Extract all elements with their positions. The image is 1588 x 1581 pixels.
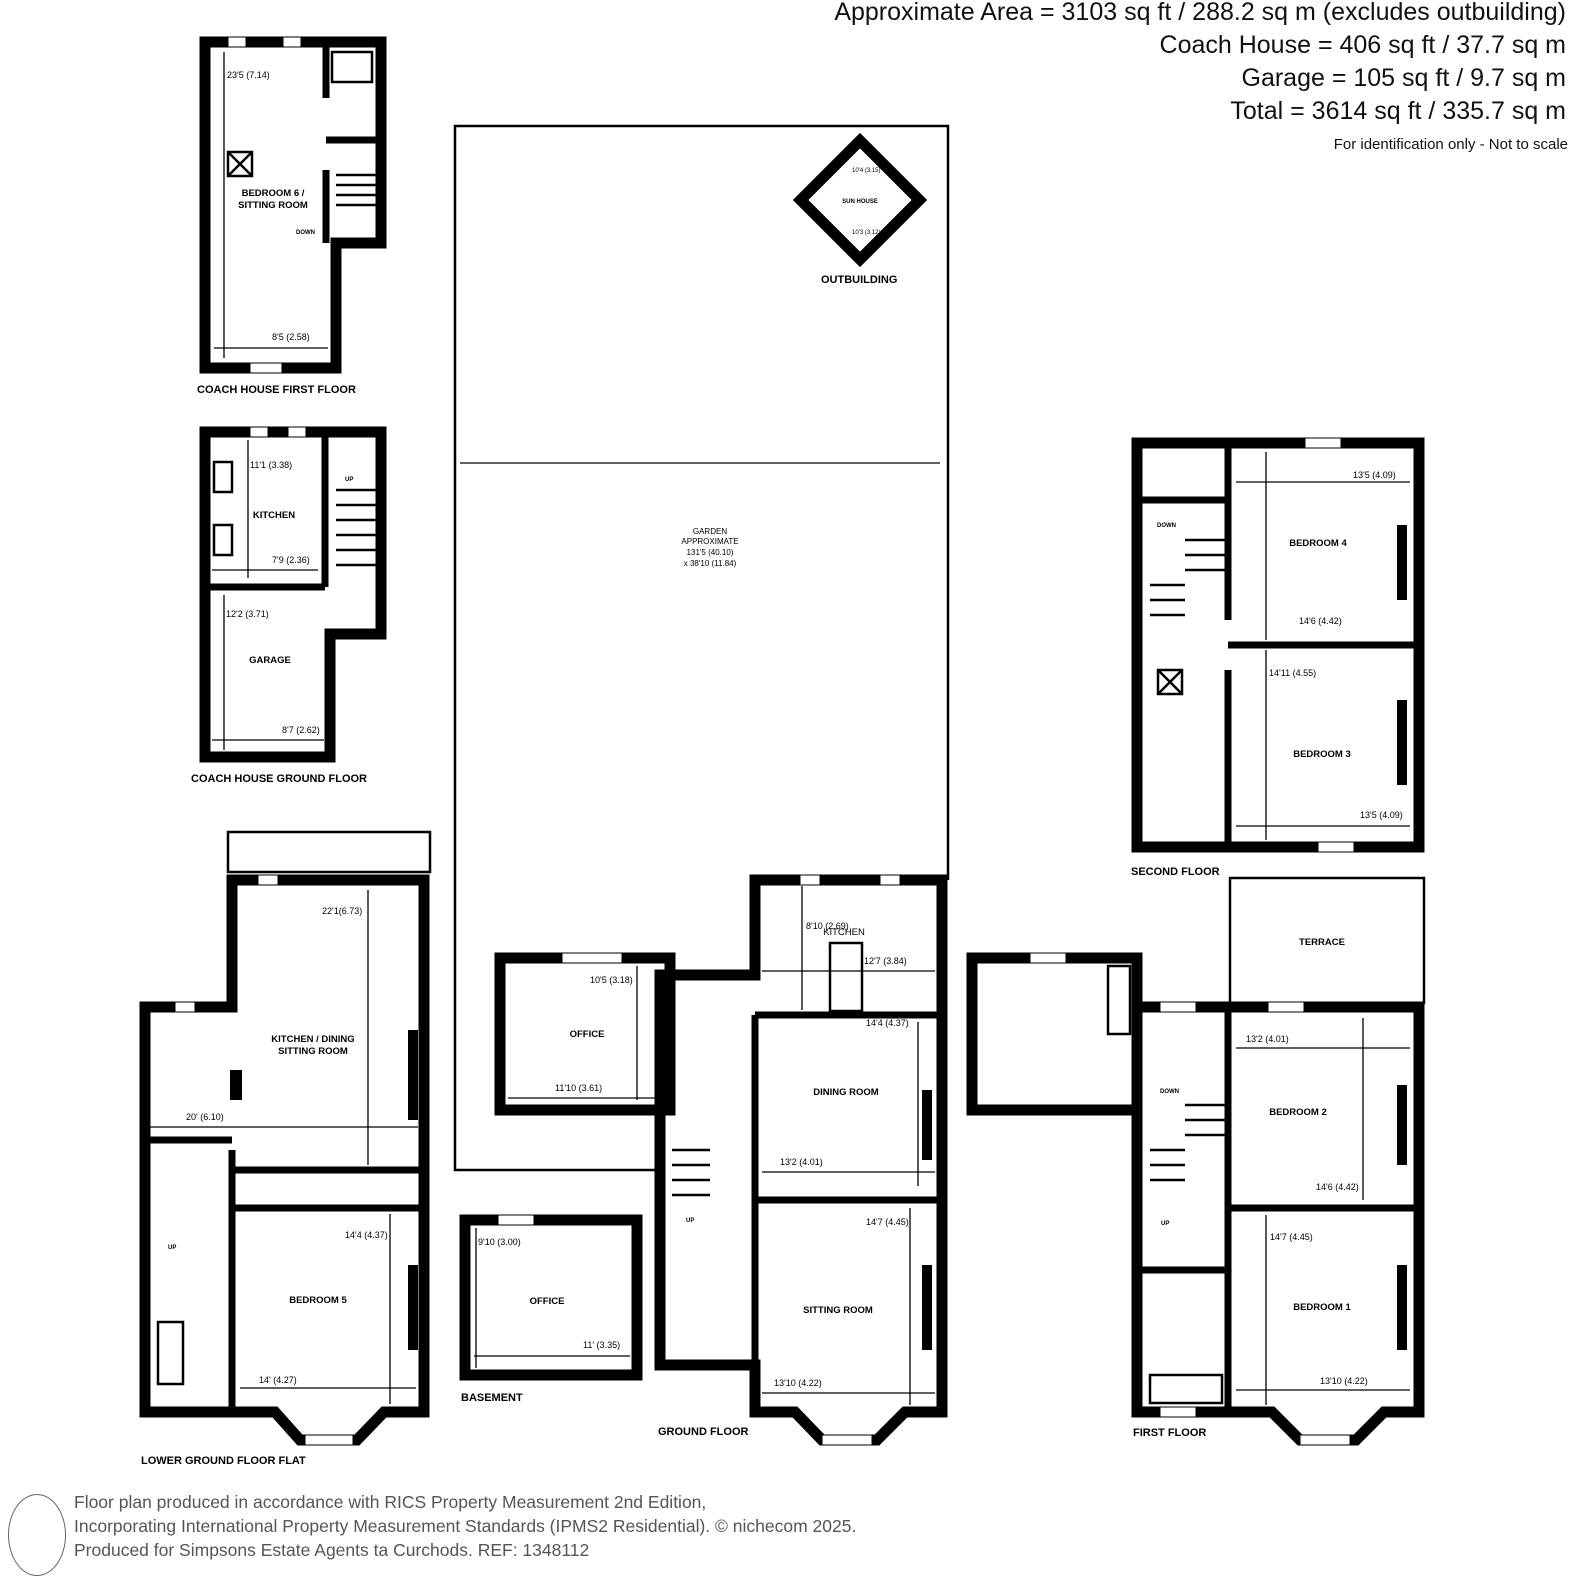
stair-up-coach: UP: [345, 477, 353, 483]
dim-bed3-len: 14'11 (4.55): [1269, 668, 1316, 678]
dim-kit-g-len: 8'10 (2.69): [806, 921, 849, 931]
basement-plan: [459, 1214, 643, 1381]
dim-bed3-wid: 13'5 (4.09): [1360, 810, 1403, 820]
stair-down-second: DOWN: [1157, 523, 1176, 529]
dim-garage-wid: 8'7 (2.62): [282, 725, 320, 735]
dim-bed1-len: 14'7 (4.45): [1270, 1232, 1313, 1242]
room-label-office-ground: OFFICE: [570, 1029, 605, 1040]
dim-bed5-len: 14'4 (4.37): [345, 1230, 388, 1240]
room-label-kitchen-ground: KITCHEN: [823, 927, 865, 938]
stair-down-first: DOWN: [1160, 1089, 1179, 1095]
dim-dining-wid: 13'2 (4.01): [780, 1157, 823, 1167]
dim-bed4-wid: 13'5 (4.09): [1353, 470, 1396, 480]
room-label-sitting: SITTING ROOM: [803, 1305, 873, 1316]
room-label-bedroom6-line1: BEDROOM 6 /: [242, 188, 305, 199]
lower-ground-floor-plan: [139, 830, 432, 1446]
room-label-bedroom1: BEDROOM 1: [1293, 1302, 1351, 1313]
footer-line-2: Incorporating International Property Mea…: [74, 1516, 857, 1536]
footer-line-3: Produced for Simpsons Estate Agents ta C…: [74, 1540, 590, 1560]
floor-label-ground: GROUND FLOOR: [658, 1426, 748, 1438]
dim-bed4-len: 14'6 (4.42): [1299, 616, 1342, 626]
floor-label-second: SECOND FLOOR: [1131, 866, 1220, 878]
dim-garage-len: 12'2 (3.71): [226, 609, 269, 619]
dim-sun-b: 10'3 (3.12): [852, 230, 881, 236]
stair-up-first: UP: [1161, 1221, 1169, 1227]
floor-label-coach-ground: COACH HOUSE GROUND FLOOR: [191, 773, 367, 785]
dim-bed2-len: 14'6 (4.42): [1316, 1182, 1359, 1192]
ground-floor-plan: [494, 874, 948, 1446]
dim-bed5-wid: 14' (4.27): [259, 1375, 297, 1385]
room-label-kitchen-dining-2: SITTING ROOM: [278, 1046, 348, 1057]
dim-sun-a: 10'4 (3.15): [852, 168, 881, 174]
garden-dim-1: 131'5 (40.10): [687, 548, 734, 557]
floor-label-first: FIRST FLOOR: [1133, 1427, 1206, 1439]
dim-kd-wid: 20' (6.10): [186, 1112, 224, 1122]
dim-bed6-len: 23'5 (7.14): [227, 70, 270, 80]
room-label-office-basement: OFFICE: [530, 1296, 565, 1307]
dim-kit-ch-wid: 7'9 (2.36): [272, 555, 310, 565]
area-garage: Garage = 105 sq ft / 9.7 sq m: [1241, 64, 1567, 92]
dim-office-b-wid: 11' (3.35): [583, 1340, 620, 1350]
room-label-garage: GARAGE: [249, 655, 291, 666]
floor-label-outbuilding: OUTBUILDING: [821, 274, 897, 286]
room-label-bedroom4: BEDROOM 4: [1289, 538, 1347, 549]
floor-label-basement: BASEMENT: [461, 1392, 523, 1404]
room-label-bedroom6-line2: SITTING ROOM: [238, 200, 308, 211]
floor-label-lower-ground: LOWER GROUND FLOOR FLAT: [141, 1455, 306, 1467]
dim-kit-ch-len: 11'1 (3.38): [250, 460, 292, 470]
room-label-sun-house: SUN HOUSE: [842, 199, 878, 205]
garden-label-1: GARDEN: [693, 527, 727, 536]
footer: Floor plan produced in accordance with R…: [74, 1490, 856, 1562]
area-total: Total = 3614 sq ft / 335.7 sq m: [1230, 97, 1566, 125]
coach-house-ground-floor-plan: [199, 426, 387, 763]
garden-dim-2: x 38'10 (11.84): [684, 559, 737, 568]
dim-kd-len: 22'1(6.73): [322, 906, 362, 916]
dim-kit-g-wid: 12'7 (3.84): [864, 956, 907, 966]
first-floor-plan: [966, 876, 1426, 1446]
area-approximate: Approximate Area = 3103 sq ft / 288.2 sq…: [834, 0, 1566, 26]
room-label-coach-kitchen: KITCHEN: [253, 510, 295, 521]
room-label-bedroom3: BEDROOM 3: [1293, 749, 1351, 760]
floor-label-coach-first: COACH HOUSE FIRST FLOOR: [197, 384, 356, 396]
stair-up-lower: UP: [168, 1245, 176, 1251]
dim-dining-len: 14'4 (4.37): [866, 1018, 909, 1028]
dim-bed2-wid: 13'2 (4.01): [1246, 1034, 1289, 1044]
scale-note: For identification only - Not to scale: [1333, 136, 1568, 153]
dim-bed1-wid: 13'10 (4.22): [1320, 1376, 1368, 1386]
dim-bed6-wid: 8'5 (2.58): [272, 332, 310, 342]
footer-line-1: Floor plan produced in accordance with R…: [74, 1492, 707, 1512]
dim-sitting-wid: 13'10 (4.22): [774, 1378, 822, 1388]
garden-label-2: APPROXIMATE: [681, 537, 738, 546]
dim-office-g-wid: 11'10 (3.61): [555, 1083, 602, 1093]
person-logo-icon: [8, 1494, 66, 1576]
stair-up-ground: UP: [686, 1218, 694, 1224]
area-coach-house: Coach House = 406 sq ft / 37.7 sq m: [1159, 31, 1566, 59]
room-label-bedroom2: BEDROOM 2: [1269, 1107, 1327, 1118]
coach-house-first-floor-plan: [199, 36, 387, 374]
room-label-bedroom5: BEDROOM 5: [289, 1295, 347, 1306]
skylight-icon: [226, 150, 254, 178]
dim-office-g-len: 10'5 (3.18): [590, 975, 633, 985]
dim-office-b-len: 9'10 (3.00): [478, 1237, 521, 1247]
second-floor-plan: [1131, 437, 1425, 853]
stair-down-coach: DOWN: [296, 230, 315, 236]
sun-house-plan: [792, 132, 928, 268]
room-label-terrace: TERRACE: [1299, 937, 1345, 948]
room-label-kitchen-dining-1: KITCHEN / DINING: [271, 1034, 354, 1045]
room-label-dining: DINING ROOM: [813, 1087, 879, 1098]
garden-boundary: [453, 124, 950, 1172]
dim-sitting-len: 14'7 (4.45): [866, 1217, 909, 1227]
